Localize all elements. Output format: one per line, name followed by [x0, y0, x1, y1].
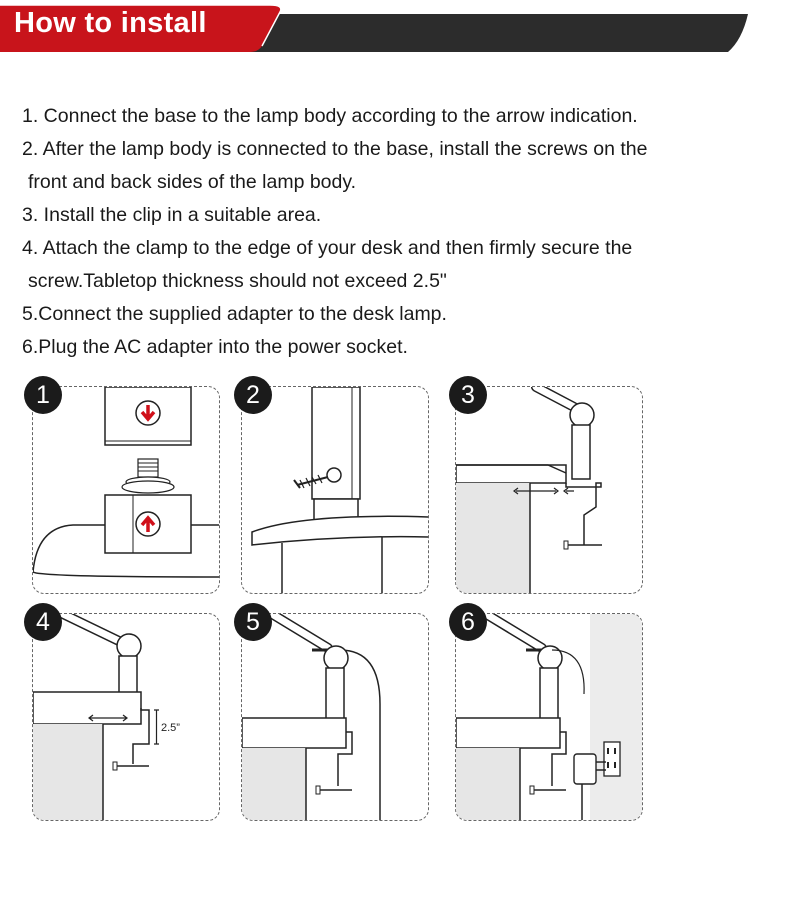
screw-install-illustration: [251, 387, 428, 593]
step-5: 5.Connect the supplied adapter to the de…: [22, 303, 447, 325]
instruction-list: 1. Connect the base to the lamp body acc…: [22, 100, 762, 364]
clamp-thickness-illustration: [33, 614, 159, 820]
step-4-continued: screw.Tabletop thickness should not exce…: [28, 270, 447, 292]
illustration-panel-2: [241, 386, 429, 594]
header-banner: How to install: [0, 0, 790, 56]
step-2-continued: front and back sides of the lamp body.: [28, 171, 357, 193]
step-badge-1: 1: [24, 376, 62, 414]
page-title: How to install: [14, 7, 207, 39]
illustration-panel-6: [455, 613, 643, 821]
step-6: 6.Plug the AC adapter into the power soc…: [22, 336, 408, 358]
step-2: 2. After the lamp body is connected to t…: [22, 138, 648, 160]
step-badge-2: 2: [234, 376, 272, 414]
clip-install-illustration: [456, 387, 602, 593]
illustration-panel-4: 2.5”: [32, 613, 220, 821]
step-badge-6: 6: [449, 603, 487, 641]
step-badge-3: 3: [449, 376, 487, 414]
illustration-panel-3: [455, 386, 643, 594]
thickness-label: 2.5”: [161, 722, 180, 734]
step-badge-5: 5: [234, 603, 272, 641]
illustration-panel-5: [241, 613, 429, 821]
step-badge-4: 4: [24, 603, 62, 641]
power-socket-illustration: [456, 614, 642, 820]
step-3: 3. Install the clip in a suitable area.: [22, 204, 322, 226]
base-connection-illustration: [33, 387, 219, 578]
adapter-connect-illustration: [242, 614, 381, 820]
illustration-panel-1: [32, 386, 220, 594]
step-4: 4. Attach the clamp to the edge of your …: [22, 237, 633, 259]
step-1: 1. Connect the base to the lamp body acc…: [22, 105, 638, 127]
banner-shape: [0, 4, 748, 52]
